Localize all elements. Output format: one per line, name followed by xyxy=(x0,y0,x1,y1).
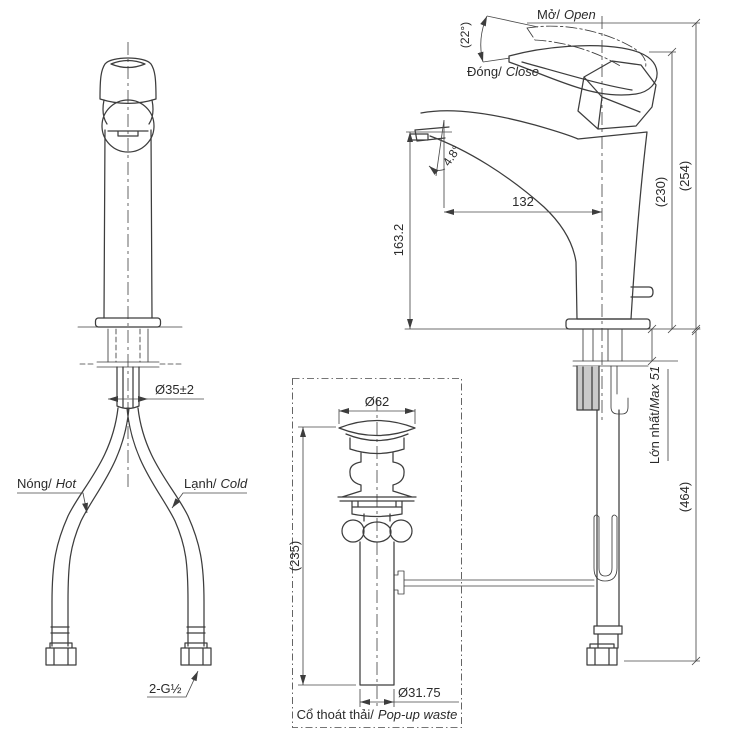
cold-label-en: Cold xyxy=(221,476,249,491)
max-counter-lines xyxy=(647,324,678,461)
handle-closed-position xyxy=(508,45,658,96)
waste-height-extension-lines xyxy=(298,426,356,686)
spout-angle-arc xyxy=(428,165,446,175)
side-supply-hose xyxy=(586,409,623,666)
spout-angle-label: 4.8° xyxy=(440,143,464,169)
height-closed-label: (230) xyxy=(653,177,668,207)
side-mounting-nut-fill xyxy=(577,366,599,410)
handle-open-position-outline xyxy=(526,25,647,70)
side-shank-lines xyxy=(582,328,623,362)
close-label-vi: Đóng/ xyxy=(467,64,502,79)
front-shank-hidden-lines xyxy=(79,328,183,365)
open-label-en: Open xyxy=(564,7,596,22)
handle-angle-arc xyxy=(477,15,488,63)
spout-height-label: 163.2 xyxy=(391,224,406,257)
hot-label: Nóng/Hot xyxy=(17,476,77,491)
hot-label-vi: Nóng/ xyxy=(17,476,52,491)
open-label: Mở/Open xyxy=(537,7,596,22)
front-mounting-washer xyxy=(96,361,160,368)
spout-angle-lines xyxy=(435,119,445,208)
total-height-lines xyxy=(624,326,701,666)
mount-hole-dimension-label: Ø35±2 xyxy=(155,382,194,397)
side-view-faucet: (22°) Mở/Open Đóng/Close 4.8° 132 163.2 … xyxy=(391,7,701,666)
front-hose-end-nuts xyxy=(45,642,212,666)
total-height-label: (464) xyxy=(677,482,692,512)
popup-waste-dashed-box xyxy=(292,378,462,728)
side-spout-and-body xyxy=(409,110,648,320)
cap-dia-label: Ø62 xyxy=(365,394,390,409)
lift-rod-knob xyxy=(630,286,654,298)
side-mounting-washer xyxy=(572,360,649,367)
front-mounting-nut xyxy=(116,366,140,410)
cold-label-vi: Lạnh/ xyxy=(184,476,217,491)
spout-reach-label: 132 xyxy=(512,194,534,209)
close-label: Đóng/Close xyxy=(467,64,539,79)
popup-waste-view: Ø62 (235) Ø31.75 Cổ thoát thải/Pop-up wa… xyxy=(287,378,595,728)
front-supply-hoses xyxy=(50,407,206,647)
handle-angle-legs xyxy=(482,15,539,63)
close-label-en: Close xyxy=(506,64,539,79)
popup-waste-body xyxy=(337,419,417,686)
handle-angle-label: (22°) xyxy=(458,22,472,48)
waste-height-label: (235) xyxy=(287,541,302,571)
height-open-label: (254) xyxy=(677,161,692,191)
front-shank xyxy=(107,328,149,363)
max-counter-label: Lớn nhất/Max 51 xyxy=(647,366,662,464)
height-closed-lines xyxy=(649,47,677,334)
hot-label-en: Hot xyxy=(56,476,78,491)
max-counter-label-vi: Lớn nhất/ xyxy=(647,408,662,464)
cold-leader-line xyxy=(171,492,247,509)
front-body-column xyxy=(103,129,153,319)
popup-waste-caption-vi: Cổ thoát thải/ xyxy=(297,707,375,722)
cold-label: Lạnh/Cold xyxy=(184,476,248,491)
lift-rod-and-hook xyxy=(610,365,629,415)
front-view-faucet: Ø35±2 Nóng/Hot Lạnh/Cold 2-G½ xyxy=(17,42,248,698)
max-counter-label-en: Max 51 xyxy=(647,366,662,409)
popup-rod-linkage xyxy=(393,570,595,595)
pop-rod-u-link xyxy=(593,514,618,582)
pipe-dia-label: Ø31.75 xyxy=(398,685,441,700)
open-label-vi: Mở/ xyxy=(537,7,560,22)
side-base-flange xyxy=(565,318,651,330)
height-open-lines xyxy=(527,18,701,334)
side-mounting-nut xyxy=(576,365,600,411)
front-neck-and-spout-ball xyxy=(101,99,155,153)
popup-waste-caption: Cổ thoát thải/Pop-up waste xyxy=(297,707,458,722)
handle-base-cap xyxy=(577,60,657,130)
thread-leader-line xyxy=(147,670,199,698)
hot-leader-line xyxy=(17,492,88,514)
popup-waste-caption-en: Pop-up waste xyxy=(378,707,458,722)
thread-label: 2-G½ xyxy=(149,681,182,696)
